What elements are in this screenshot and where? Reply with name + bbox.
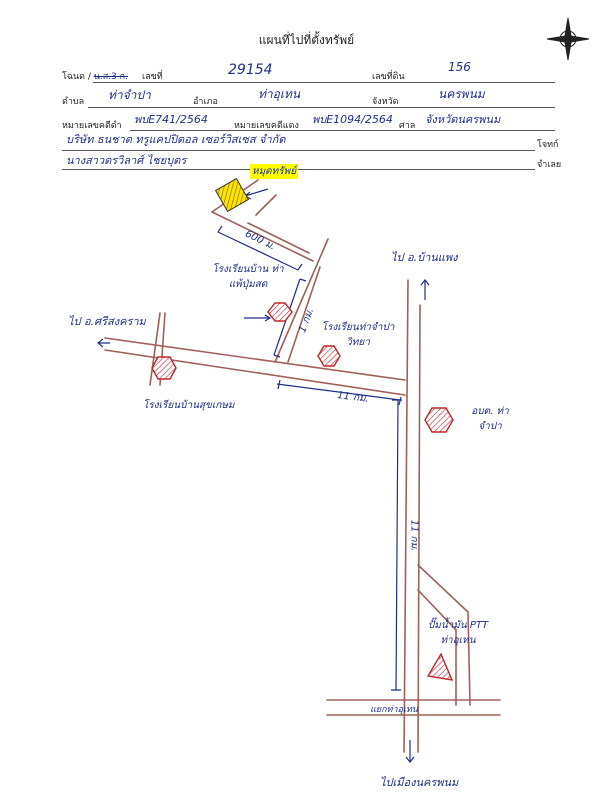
plaintiff-label: โจทก์: [537, 140, 559, 150]
to-nakhonphanom-label: ไปเมืองนครพนม: [380, 776, 459, 789]
page-title: แผนที่ไปที่ตั้งทรัพย์: [258, 33, 355, 47]
road-600m-a: [211, 211, 314, 262]
school-thajampa-label: โรงเรียนท่าจำปา วิทยา: [321, 322, 395, 348]
row4-underline: [62, 150, 535, 151]
red-case-value: พบE1094/2564: [312, 113, 393, 126]
landmark-tao-icon: [424, 407, 454, 433]
road-ptt-b: [417, 589, 457, 706]
arrow-school1: [244, 314, 272, 322]
plaintiff-value: บริษัท ธนชาต ทรูแคปปิตอล เซอร์วิสเซส จำก…: [66, 133, 286, 146]
arrow-north: [420, 279, 430, 300]
province-value: นครพนม: [438, 87, 485, 101]
deed-label-text: โฉนด /: [62, 72, 94, 82]
road-left-a: [149, 312, 161, 386]
road-main-b: [104, 349, 406, 396]
landmark-school-banthaphaen-icon: [267, 302, 293, 322]
amphoe-value: ท่าอุเทน: [258, 87, 301, 101]
road-1km-a: [274, 238, 329, 363]
black-case-label: หมายเลขคดีดำ: [62, 121, 122, 131]
compass-rose-icon: [546, 17, 590, 61]
arrow-south: [405, 740, 415, 763]
arrow-west: [97, 338, 110, 348]
dim-600m: [217, 225, 303, 271]
deed-no-label: เลขที่: [142, 72, 163, 82]
defendant-label: จำเลย: [537, 160, 562, 170]
deed-no-value: 29154: [228, 62, 273, 78]
amphoe-label: อำเภอ: [193, 97, 218, 107]
dim-11km-v: [391, 399, 402, 691]
to-sisongkhram-label: ไป อ.ศรีสงคราม: [68, 315, 146, 328]
intersection-label: แยกท่าอุเทน: [370, 705, 419, 715]
landmark-ptt-icon: [426, 652, 454, 681]
tambon-value: ท่าจำปา: [108, 88, 151, 102]
row2-underline: [88, 107, 555, 108]
land-no-label: เลขที่ดิน: [372, 72, 405, 82]
deed-label: โฉนด / น.ส.3 ก.: [62, 69, 128, 83]
road-ptt-a: [417, 564, 471, 706]
row5-underline: [62, 169, 535, 170]
red-case-label: หมายเลขคดีแดง: [234, 121, 299, 131]
tambon-label: ตำบล: [62, 97, 85, 107]
highway-b: [417, 304, 421, 753]
highway-a: [403, 279, 409, 753]
school-banthaphaen-label: โรงเรียนบ้าน ท่าแพ้ปุ่มสด: [212, 264, 284, 290]
court-label: ศาล: [399, 121, 416, 131]
dist-11km-v-label: 11 กม.: [408, 519, 420, 552]
dim-11km-h: [276, 379, 402, 406]
arrow-marker: [243, 188, 269, 200]
court-value: จังหวัดนครพนม: [425, 113, 501, 126]
land-no-value: 156: [448, 60, 471, 74]
landmark-school-thajampa-icon: [317, 345, 341, 367]
row1-underline: [93, 82, 555, 83]
defendant-value: นางสาวตรวิลาศ์ ไชยบุตร: [66, 154, 187, 167]
tao-label: อบต. ท่าจำปา: [471, 406, 509, 432]
ptt-label: ปั๊มน้ำมัน PTT ท่าอุเทน: [427, 620, 489, 646]
to-banphaeng-label: ไป อ.บ้านแพง: [391, 251, 458, 264]
province-label: จังหวัด: [372, 97, 399, 107]
property-marker-label: หมุดทรัพย์: [250, 164, 299, 179]
black-case-value: พบE741/2564: [134, 113, 208, 126]
road-1km-b: [287, 266, 321, 363]
school-bansukkrasem-label: โรงเรียนบ้านสุขเกษม: [143, 400, 235, 411]
row3-underline: [130, 130, 555, 131]
deed-type-struck: น.ส.3 ก.: [93, 72, 128, 82]
road-top-b: [255, 194, 277, 216]
landmark-school-bansukkrasem-icon: [151, 356, 177, 380]
road-600m-b: [247, 222, 310, 254]
